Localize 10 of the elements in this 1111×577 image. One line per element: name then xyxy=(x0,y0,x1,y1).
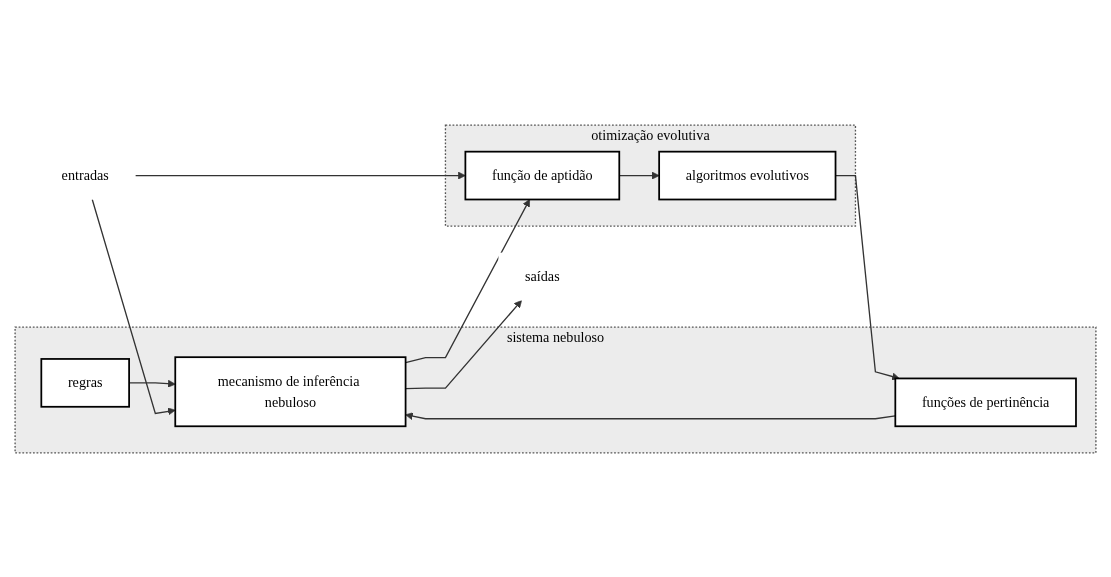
node-text: entradas xyxy=(61,167,109,183)
node-box: funções de pertinência xyxy=(894,377,1077,427)
node-box: algoritmos evolutivos xyxy=(658,150,837,200)
arrow xyxy=(134,171,466,179)
node-box: regras xyxy=(40,357,130,408)
arrow xyxy=(91,198,176,415)
arrow xyxy=(405,411,896,420)
node-box: mecanismo de inferência nebuloso xyxy=(174,355,407,427)
node-text: saídas xyxy=(525,268,560,284)
node-box: função de aptidão xyxy=(464,150,621,200)
